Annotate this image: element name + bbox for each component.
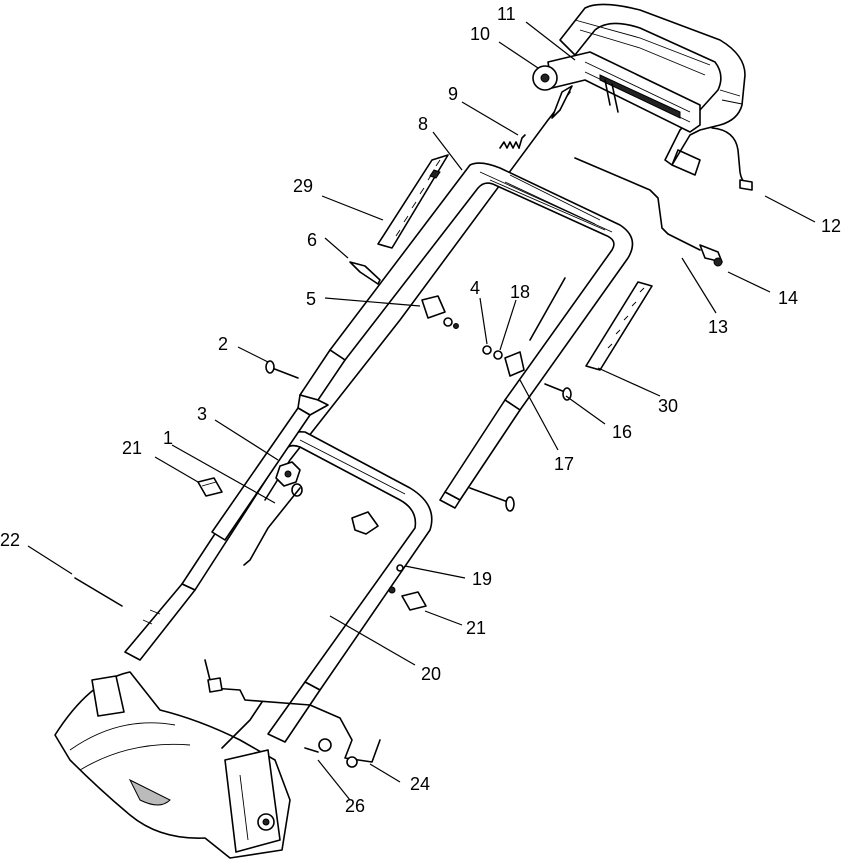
upper-frame	[297, 162, 634, 416]
callout-22: 22	[0, 530, 20, 550]
knob-21-right	[388, 586, 427, 611]
bracket-19-block	[351, 511, 379, 535]
right-upper-tube	[444, 399, 521, 501]
callout-29: 29	[293, 176, 313, 196]
callout-12: 12	[821, 216, 841, 236]
bolt-16	[544, 383, 566, 393]
spring-9	[499, 134, 526, 149]
clamp-17	[504, 351, 525, 377]
bolt-16-head	[562, 387, 572, 401]
callout-20: 20	[421, 664, 441, 684]
clamp-wire	[529, 277, 566, 341]
bolt-6	[349, 261, 381, 285]
washer-18	[493, 350, 503, 360]
bail-rod-24	[204, 659, 381, 768]
callout-30: 30	[658, 396, 678, 416]
callout-2: 2	[218, 334, 228, 354]
clamp-5	[421, 295, 459, 329]
cable-guide-29	[377, 154, 449, 249]
callout-1: 1	[163, 428, 173, 448]
left-mid-tube	[211, 407, 311, 541]
spring-26	[304, 738, 332, 753]
callout-10: 10	[470, 24, 490, 44]
callout-26: 26	[345, 796, 365, 816]
knob-21-left	[197, 477, 223, 497]
callout-21-lower: 21	[466, 618, 486, 638]
bolt-2	[271, 367, 299, 379]
cable-1	[243, 487, 301, 566]
callout-19: 19	[472, 569, 492, 589]
deck-cable	[221, 701, 263, 749]
leader-lines	[27, 21, 816, 801]
callout-8: 8	[418, 114, 428, 134]
callout-11: 11	[497, 4, 516, 24]
drive-cable	[574, 157, 701, 251]
callout-21-upper: 21	[122, 438, 142, 458]
long-bolt	[469, 487, 509, 503]
cable-guide-30	[585, 281, 653, 371]
cable-end-12	[739, 179, 753, 191]
callout-4: 4	[470, 278, 480, 298]
callout-5: 5	[306, 289, 316, 309]
callout-17: 17	[554, 454, 574, 474]
wire-22	[74, 577, 123, 607]
control-bar	[532, 51, 701, 133]
callout-13: 13	[708, 317, 728, 337]
callout-9: 9	[448, 84, 458, 104]
mower-deck	[54, 671, 291, 859]
callout-labels: 1 2 3 4 5 6 8 9 10 11 12 13 14 16 17 18 …	[0, 4, 841, 816]
callout-3: 3	[197, 404, 207, 424]
callout-24: 24	[410, 774, 430, 794]
rod-clip	[551, 85, 573, 119]
callout-14: 14	[778, 288, 798, 308]
callout-6: 6	[307, 230, 317, 250]
connector-14-end	[713, 257, 723, 267]
callout-18: 18	[510, 282, 530, 302]
knob-3	[275, 461, 303, 497]
throttle-cable-upper	[711, 127, 753, 187]
bolt-2-head	[265, 360, 275, 374]
washer-4	[482, 345, 492, 355]
callout-16: 16	[612, 422, 632, 442]
